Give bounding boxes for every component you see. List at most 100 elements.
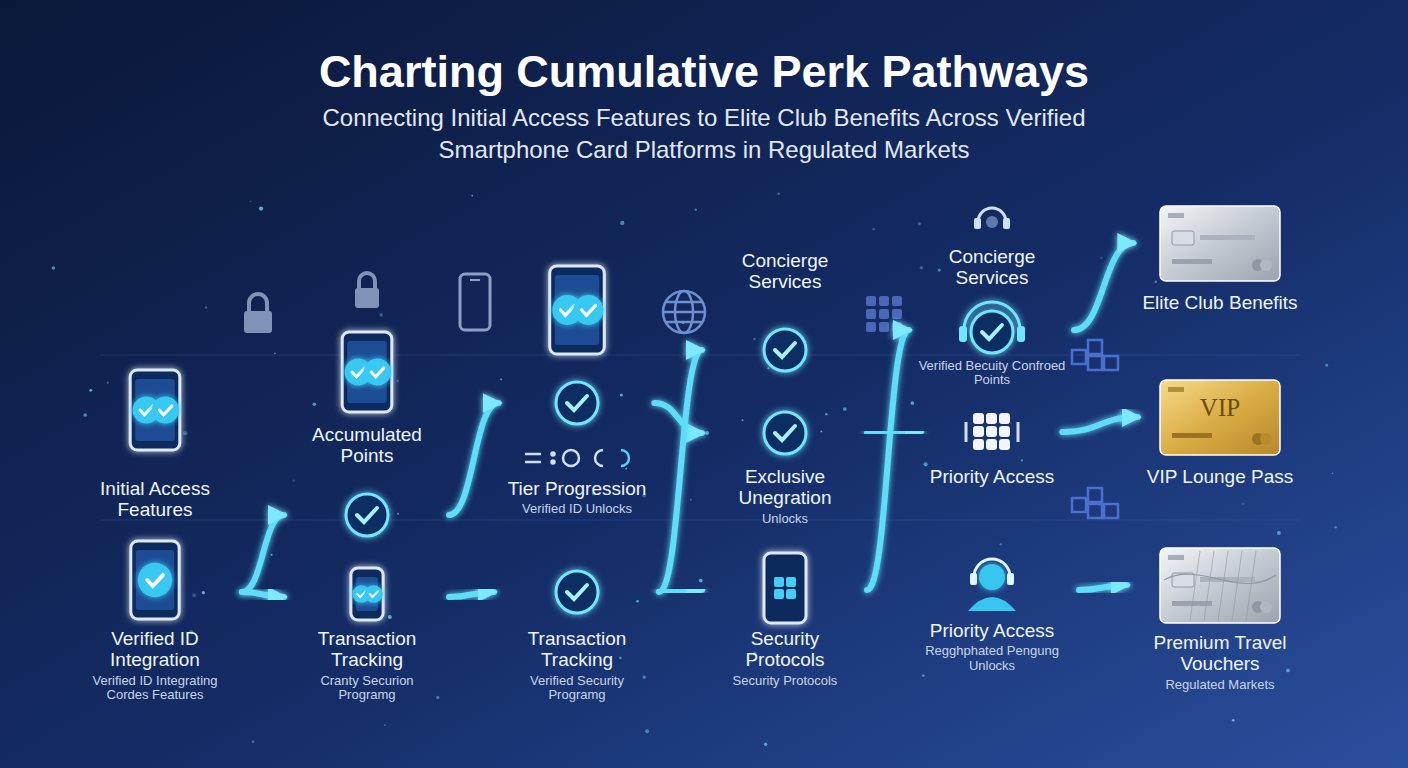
node-label: Tier Progression xyxy=(508,478,647,499)
icon-group xyxy=(556,571,598,613)
perk-node: Priority AccessRegghphated Pengung Unloc… xyxy=(907,555,1077,690)
check-mark xyxy=(147,575,163,586)
star-dot xyxy=(384,724,386,726)
star-dot xyxy=(619,656,622,659)
star-dot xyxy=(695,208,697,210)
star-dot xyxy=(843,407,847,411)
decor-shape xyxy=(552,453,555,456)
star-dot xyxy=(1286,669,1290,673)
decor-shape xyxy=(460,274,490,330)
decor-shape xyxy=(1246,551,1256,621)
decor-shape xyxy=(1088,356,1102,370)
check-mark xyxy=(582,306,596,316)
star-dot xyxy=(922,675,924,677)
node-sublabel: Verified Security Programg xyxy=(503,674,651,704)
decor-shape xyxy=(892,322,902,332)
star-dot xyxy=(1154,280,1157,283)
star-dot xyxy=(636,600,639,603)
decor-shape xyxy=(979,564,1005,590)
decor-shape xyxy=(973,413,984,424)
decor-shape xyxy=(563,450,579,466)
perk-node: Accumulated Points xyxy=(287,330,447,540)
icon-group xyxy=(764,553,806,623)
decor-shape xyxy=(1088,340,1102,354)
support-agent-icon xyxy=(968,559,1016,611)
decor-shape xyxy=(1260,601,1272,613)
node-label: Accumulated Points xyxy=(293,424,441,467)
grid-icon xyxy=(866,296,902,332)
perk-node: Security ProtocolsSecurity Protocols xyxy=(705,548,865,692)
check-circle xyxy=(764,412,806,454)
decor-shape xyxy=(1218,551,1228,621)
decor-shape xyxy=(1168,387,1184,392)
flow-arrow xyxy=(867,587,904,593)
node-label: Exclusive Unegration xyxy=(711,466,859,509)
decor-shape xyxy=(974,559,1010,577)
star-dot xyxy=(1334,526,1337,529)
node-sublabel: Verified ID Integrating Cordes Features xyxy=(76,674,234,704)
decor-shape xyxy=(986,439,997,450)
star-dot xyxy=(1325,364,1328,367)
check-circle xyxy=(971,311,1013,353)
perk-node: Concierge ServicesVerified Becuity Confr… xyxy=(912,196,1072,400)
flow-arrow xyxy=(654,403,702,433)
title-text: Charting Cumulative Perk Pathways xyxy=(0,46,1408,98)
star-dot xyxy=(753,338,756,341)
check-mark xyxy=(561,306,575,316)
card-icon xyxy=(1160,206,1280,281)
phone-icon xyxy=(130,370,180,450)
check-circle xyxy=(346,494,388,536)
check-badge xyxy=(365,585,383,603)
decor-shape xyxy=(1172,259,1212,264)
check-badge xyxy=(138,563,172,597)
perk-node: Verified ID IntegrationVerified ID Integ… xyxy=(70,540,240,705)
block-icon xyxy=(1072,488,1118,518)
decor-shape xyxy=(355,288,379,308)
decor-shape xyxy=(892,296,902,306)
headset-icon xyxy=(959,302,1025,342)
decor-shape xyxy=(249,294,267,311)
app-tile xyxy=(786,577,796,587)
check-circle xyxy=(556,571,598,613)
lock-icon xyxy=(244,294,272,333)
node-label: Priority Access xyxy=(930,466,1055,487)
star-dot xyxy=(690,499,692,501)
star-dot xyxy=(911,401,915,405)
decor-shape xyxy=(879,322,889,332)
decor-shape xyxy=(986,216,998,228)
star-dot xyxy=(52,266,56,270)
check-mark xyxy=(159,406,172,415)
node-label: Premium Travel Vouchers xyxy=(1136,632,1304,675)
node-label: VIP xyxy=(1147,394,1293,422)
decor-shape xyxy=(663,291,705,333)
star-dot xyxy=(1117,414,1119,416)
check-badge xyxy=(573,295,603,325)
decor-shape xyxy=(999,413,1010,424)
star-dot xyxy=(705,431,709,435)
node-sublabel: Verified ID Unlocks xyxy=(508,502,647,517)
check-mark xyxy=(371,368,384,377)
decor-shape xyxy=(986,426,997,437)
flow-arrow xyxy=(242,592,284,597)
star-dot xyxy=(202,591,205,594)
icon-group xyxy=(351,568,383,620)
icon-group xyxy=(131,541,179,619)
node-icon xyxy=(725,548,845,692)
decor-shape xyxy=(1160,206,1280,281)
decor-shape xyxy=(621,450,629,466)
star-dot xyxy=(699,579,703,583)
icon-group xyxy=(968,559,1016,611)
phone-icon xyxy=(131,541,179,619)
decor-shape xyxy=(966,422,1018,442)
decor-shape xyxy=(866,309,876,319)
check-mark xyxy=(140,406,153,415)
flow-arrow xyxy=(449,403,499,515)
star-dot xyxy=(777,192,780,195)
check-mark xyxy=(982,325,1002,339)
decor-shape xyxy=(1200,235,1255,240)
star-dot xyxy=(259,206,263,210)
flow-arrow xyxy=(867,330,909,590)
star-dot xyxy=(767,367,769,369)
flow-arrow xyxy=(659,590,702,592)
